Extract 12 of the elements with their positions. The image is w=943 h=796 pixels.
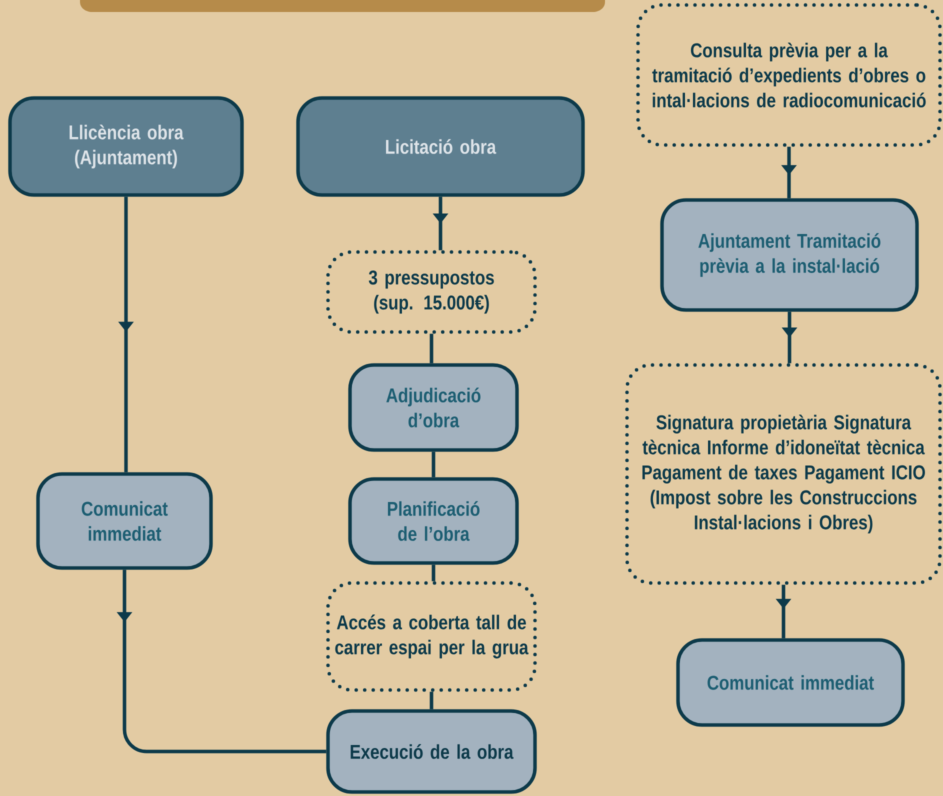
- note-box: Signatura propietària Signatura tècnica Informe d’idoneïtat tècnica Pagament de taxes Pagament ICIO (Impost sobre les Construccions Instal·lacions i Obres): [625, 363, 942, 585]
- process-box: Adjudicació d’obra: [348, 363, 519, 452]
- process-box: Licitació obra: [296, 96, 585, 197]
- process-box: Llicència obra (Ajuntament): [8, 96, 244, 197]
- process-box: Comunicat immediat: [36, 472, 213, 570]
- note-box: 3 pressupostos (sup. 15.000€): [326, 250, 537, 334]
- note-box: Accés a coberta tall de carrer espai per la grua: [326, 581, 537, 692]
- process-box: Comunicat immediat: [676, 638, 905, 727]
- process-box: Planificació de l’obra: [348, 477, 519, 565]
- note-box: Consulta prèvia per a la tramitació d’expedients d’obres o intal·lacions de radiocomunicació: [636, 3, 942, 147]
- process-box: Execució de la obra: [326, 709, 537, 794]
- process-box: Ajuntament Tramitació prèvia a la instal·lació: [660, 198, 919, 312]
